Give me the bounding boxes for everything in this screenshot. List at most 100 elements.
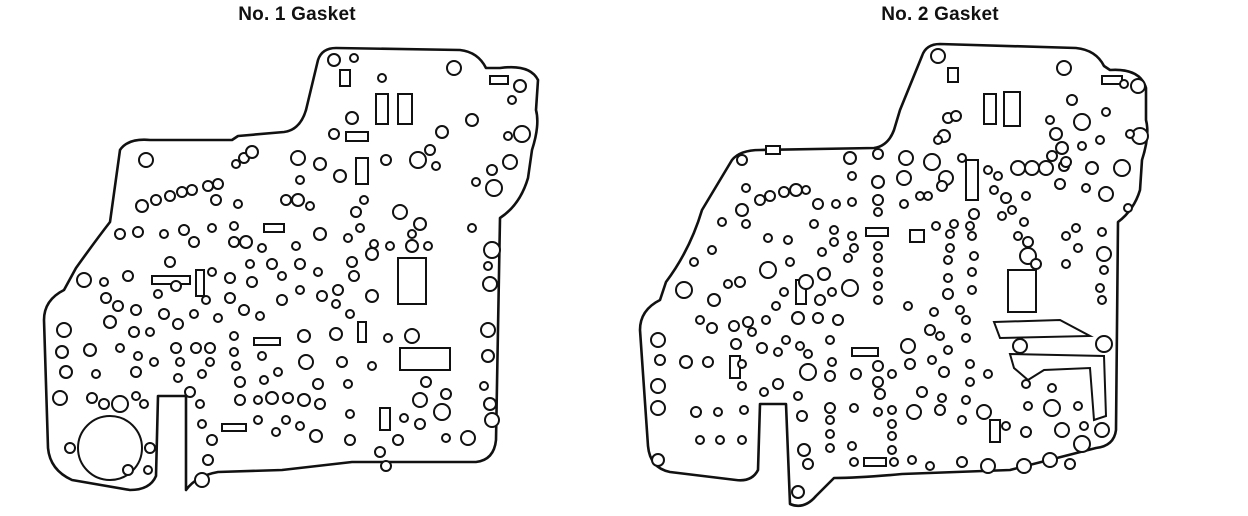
gasket-2-hole bbox=[1079, 421, 1089, 431]
gasket-2-hole bbox=[931, 221, 941, 231]
gasket-1-hole bbox=[502, 154, 518, 170]
gasket-2-hole bbox=[943, 255, 953, 265]
gasket-1-hole bbox=[291, 193, 305, 207]
gasket-2-hole bbox=[993, 171, 1003, 181]
gasket-2-hole bbox=[831, 199, 841, 209]
gasket-2-hole bbox=[849, 457, 859, 467]
gasket-1-hole bbox=[259, 375, 269, 385]
gasket-1-hole bbox=[145, 327, 155, 337]
gasket-1-hole bbox=[313, 157, 327, 171]
gasket-2-hole bbox=[989, 185, 999, 195]
gasket-2-hole bbox=[764, 190, 776, 202]
gasket-2-hole bbox=[1012, 338, 1028, 354]
gasket-1-hole bbox=[346, 256, 358, 268]
gasket-2-hole bbox=[747, 327, 757, 337]
gasket-2-hole bbox=[938, 366, 950, 378]
gasket-2-hole bbox=[967, 285, 977, 295]
gasket-1-slot-d bbox=[345, 131, 369, 142]
gasket-1-hole bbox=[206, 434, 218, 446]
gasket-1-hole bbox=[482, 276, 498, 292]
gasket-1-hole bbox=[345, 111, 359, 125]
gasket-1-title: No. 1 Gasket bbox=[238, 4, 356, 25]
gasket-1-hole bbox=[76, 272, 92, 288]
gasket-1-hole bbox=[399, 413, 409, 423]
gasket-2-hole bbox=[778, 186, 790, 198]
gasket-2-hole bbox=[723, 279, 733, 289]
gasket-1-hole bbox=[207, 267, 217, 277]
gasket-1-hole bbox=[467, 223, 477, 233]
gasket-1-hole bbox=[336, 356, 348, 368]
gasket-2-hole bbox=[809, 219, 819, 229]
gasket-1-hole bbox=[446, 60, 462, 76]
gasket-2-hole bbox=[873, 241, 883, 251]
gasket-2-hole bbox=[679, 355, 693, 369]
gasket-1-slot-j bbox=[357, 321, 367, 343]
gasket-1-hole bbox=[365, 289, 379, 303]
gasket-1-hole bbox=[312, 378, 324, 390]
gasket-1-hole bbox=[485, 179, 503, 197]
gasket-1-slot-h bbox=[221, 423, 247, 432]
gasket-2-hole bbox=[904, 358, 916, 370]
gasket-1-hole bbox=[420, 376, 432, 388]
gasket-1-hole bbox=[231, 361, 241, 371]
gasket-2-hole bbox=[925, 461, 935, 471]
gasket-1-hole bbox=[194, 472, 210, 488]
gasket-1-hole bbox=[328, 128, 340, 140]
gasket-2-hole bbox=[759, 261, 777, 279]
gasket-1-hole bbox=[297, 329, 311, 343]
gasket-2-hole bbox=[1013, 231, 1023, 241]
gasket-2-hole bbox=[1098, 186, 1114, 202]
gasket-1-hole bbox=[190, 342, 202, 354]
gasket-2-hole bbox=[997, 211, 1007, 221]
gasket-2-hole bbox=[783, 235, 793, 245]
gasket-2-hole bbox=[1097, 227, 1107, 237]
gasket-2-hole bbox=[829, 225, 839, 235]
gasket-1-hole bbox=[207, 223, 217, 233]
gasket-2-slot-j bbox=[989, 419, 1001, 443]
gasket-1-hole bbox=[176, 186, 188, 198]
gasket-2-hole bbox=[983, 369, 993, 379]
gasket-2-hole bbox=[945, 229, 955, 239]
gasket-2-hole bbox=[1056, 60, 1072, 76]
gasket-2-hole bbox=[1099, 265, 1109, 275]
gasket-2-hole bbox=[829, 237, 839, 247]
gasket-1-hole bbox=[431, 161, 441, 171]
gasket-1-outline bbox=[42, 46, 540, 492]
gasket-1-hole bbox=[295, 175, 305, 185]
gasket-1-hole bbox=[239, 235, 253, 249]
gasket-1-hole bbox=[507, 95, 517, 105]
gasket-2-hole bbox=[1021, 379, 1031, 389]
gasket-1-window-slot bbox=[397, 257, 427, 305]
gasket-1-hole bbox=[344, 434, 356, 446]
gasket-2-hole bbox=[935, 331, 945, 341]
gasket-1-hole bbox=[197, 419, 207, 429]
gasket-2-hole bbox=[650, 400, 666, 416]
gasket-2-hole bbox=[896, 170, 912, 186]
gasket-2-hole bbox=[825, 335, 835, 345]
gasket-2-hole bbox=[980, 458, 996, 474]
gasket-1-wide-slot bbox=[399, 347, 451, 371]
gasket-2-hole bbox=[717, 217, 727, 227]
gasket-2-hole bbox=[843, 151, 857, 165]
gasket-2-hole bbox=[872, 376, 884, 388]
gasket-1-hole bbox=[188, 236, 200, 248]
gasket-2-hole bbox=[1001, 421, 1011, 431]
gasket-1-hole bbox=[133, 351, 143, 361]
gasket-1-hole bbox=[86, 392, 98, 404]
gasket-1-hole bbox=[290, 150, 306, 166]
gasket-2-hole bbox=[824, 370, 836, 382]
gasket-1-hole bbox=[253, 415, 263, 425]
gasket-2-hole bbox=[1119, 79, 1129, 89]
gasket-2-hole bbox=[957, 153, 967, 163]
gasket-2-slot-e bbox=[851, 347, 879, 357]
gasket-2-hole bbox=[873, 267, 883, 277]
gasket-1-hole bbox=[122, 464, 134, 476]
gasket-1-hole bbox=[309, 429, 323, 443]
gasket-2-hole bbox=[734, 276, 746, 288]
gasket-2-hole bbox=[872, 148, 884, 160]
gasket-2-hole bbox=[933, 135, 943, 145]
gasket-2-hole bbox=[1000, 192, 1012, 204]
gasket-2-hole bbox=[707, 245, 717, 255]
gasket-2-hole bbox=[706, 322, 718, 334]
